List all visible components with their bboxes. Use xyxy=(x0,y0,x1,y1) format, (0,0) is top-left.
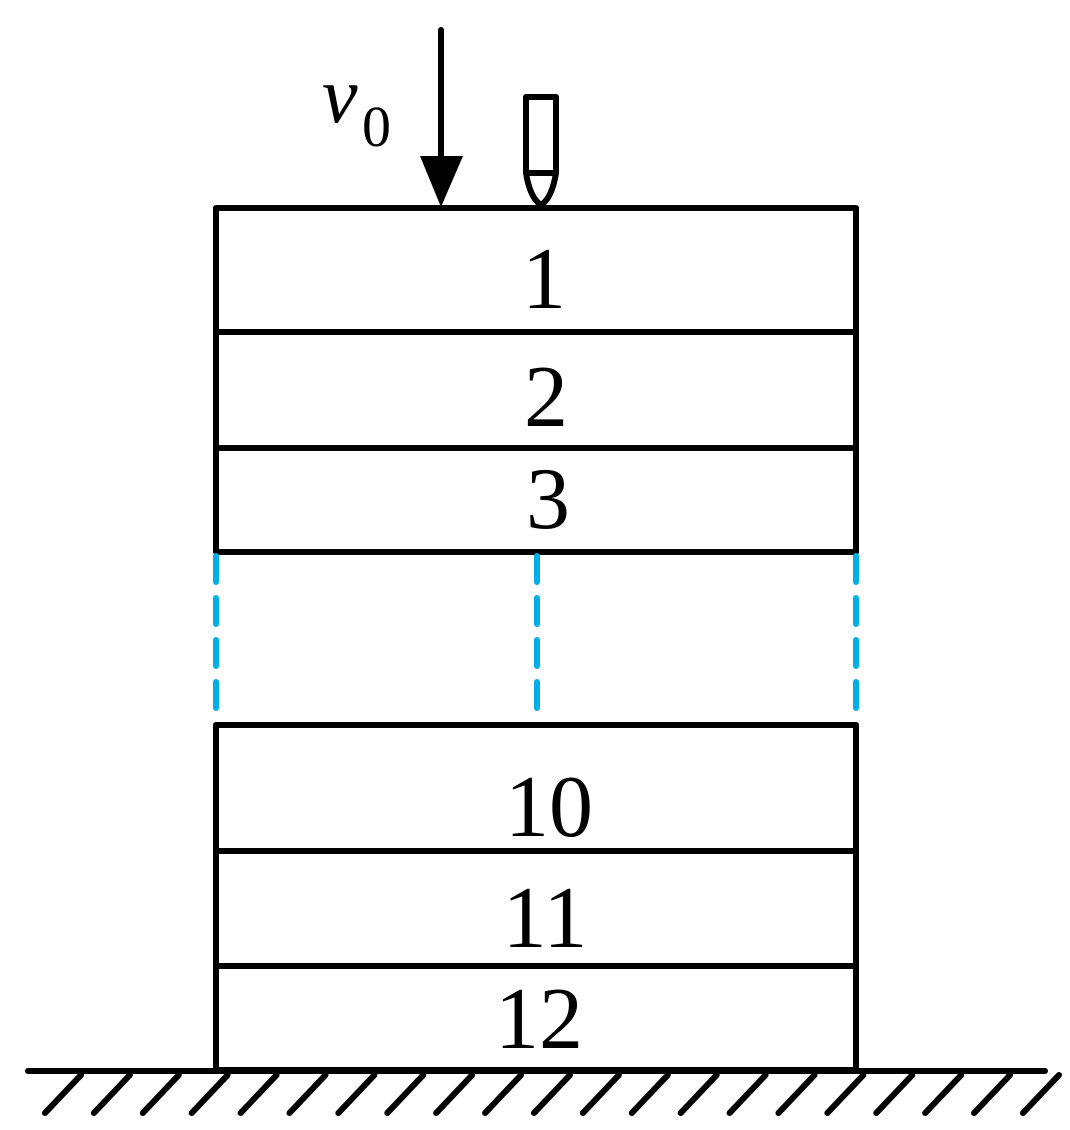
ground-hatch-mark xyxy=(922,1072,965,1116)
ground-hatch-mark xyxy=(335,1072,378,1116)
probe-icon xyxy=(523,94,559,208)
ground-hatch-mark xyxy=(90,1072,133,1116)
ground-hatch-mark xyxy=(1020,1072,1062,1116)
layer-label-11: 11 xyxy=(503,870,588,967)
velocity-arrow xyxy=(420,27,463,207)
ground-hatch-mark xyxy=(677,1072,720,1116)
omitted-layers-dashed-lines xyxy=(213,553,859,725)
ground-hatch-mark xyxy=(873,1072,916,1116)
layer-label-1: 1 xyxy=(522,231,566,328)
ground-hatch-mark xyxy=(531,1072,573,1116)
layer-label-2: 2 xyxy=(524,349,568,446)
ground-hatch-mark xyxy=(286,1072,329,1116)
ground-hatching xyxy=(25,1068,1062,1116)
ground-hatch-mark xyxy=(42,1072,84,1116)
layer-label-10: 10 xyxy=(505,759,593,856)
layer-label-3: 3 xyxy=(526,451,570,548)
ground-hatch-mark xyxy=(188,1072,231,1116)
velocity-symbol: v xyxy=(322,52,358,140)
ground-hatch-mark xyxy=(237,1072,280,1116)
ground-hatch-mark xyxy=(139,1072,182,1116)
ground-hatch-mark xyxy=(824,1072,867,1116)
velocity-subscript: 0 xyxy=(362,94,391,159)
ground-hatch-mark xyxy=(579,1072,622,1116)
upper-block xyxy=(213,205,859,555)
ground-hatch-mark xyxy=(775,1072,818,1116)
ground-hatch-mark xyxy=(384,1072,427,1116)
ground-hatch-mark xyxy=(726,1072,769,1116)
ground-hatch-mark xyxy=(628,1072,671,1116)
ground-hatch-mark xyxy=(971,1072,1014,1116)
ground-hatch-mark xyxy=(482,1072,525,1116)
layer-label-12: 12 xyxy=(495,971,583,1068)
ground-hatch-mark xyxy=(433,1072,476,1116)
